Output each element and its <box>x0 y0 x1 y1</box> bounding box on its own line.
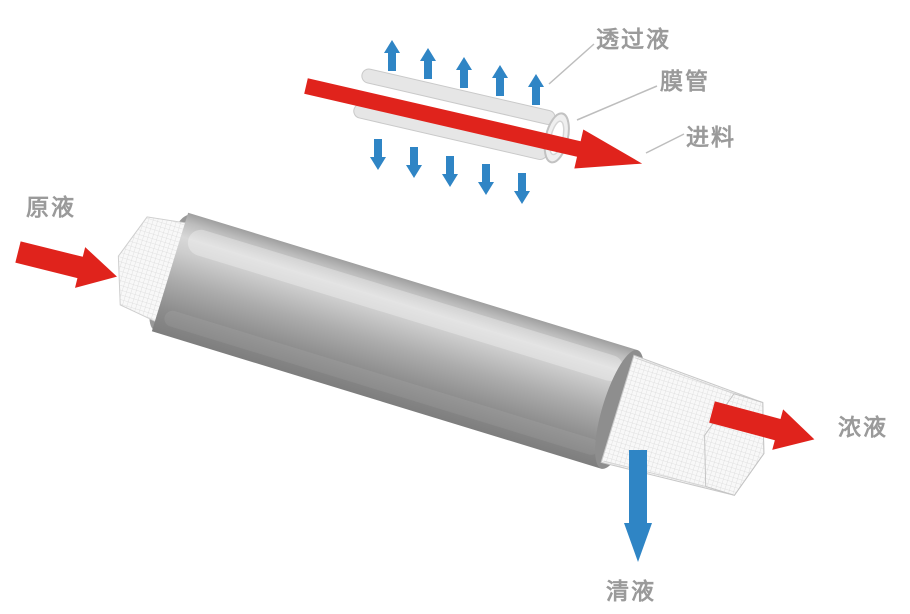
concentrate-out-arrow <box>709 401 815 450</box>
leader-permeate <box>548 43 595 85</box>
up-arrow-icon <box>384 40 400 71</box>
feed-in-arrow-icon <box>15 241 117 288</box>
label-membrane-tube: 膜管 <box>660 69 710 95</box>
concentrate-arrow-icon <box>709 401 815 450</box>
membrane-module <box>117 212 765 496</box>
inset-membrane-tube-diagram <box>304 40 685 204</box>
shell-highlight <box>187 229 624 381</box>
feed-flow-arrow <box>304 78 643 169</box>
down-arrow-icon <box>442 156 458 187</box>
up-arrow-icon <box>456 57 472 88</box>
bundle-edge-line <box>603 460 706 487</box>
shell-reflection <box>164 310 600 455</box>
up-arrow-icon <box>420 48 436 79</box>
down-arrow-icon <box>514 173 530 204</box>
label-feed: 进料 <box>686 125 736 151</box>
bundle-edge-line <box>635 357 735 395</box>
label-concentrate: 浓液 <box>838 415 888 441</box>
down-arrow-icon <box>370 139 386 170</box>
down-arrow-icon <box>406 147 422 178</box>
leader-membrane-tube <box>576 85 658 121</box>
permeate-out-arrow-icon <box>624 450 652 562</box>
up-arrow-icon <box>528 74 544 105</box>
label-permeate: 透过液 <box>596 27 671 53</box>
label-permeate-out: 清液 <box>606 579 656 605</box>
feed-in-arrow <box>15 241 117 288</box>
leader-lines <box>548 43 685 154</box>
feed-arrow-icon <box>304 78 643 169</box>
label-feed-solution: 原液 <box>26 195 76 221</box>
down-arrow-icon <box>478 164 494 195</box>
module-shell <box>151 212 638 469</box>
leader-feed <box>645 133 685 154</box>
up-arrow-icon <box>492 65 508 96</box>
